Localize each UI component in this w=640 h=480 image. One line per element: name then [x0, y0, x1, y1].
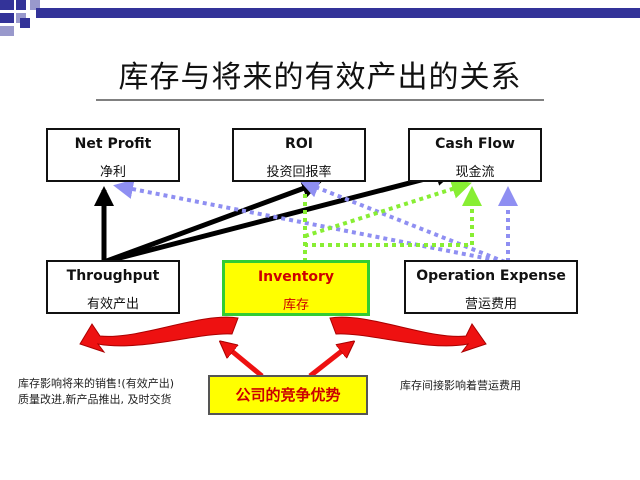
inventory-arrows — [303, 179, 482, 262]
left-note: 库存影响将来的销售!(有效产出) 质量改进,新产品推出, 及时交货 — [18, 376, 208, 408]
throughput-arrows — [94, 166, 456, 265]
competitive-advantage-box: 公司的竞争优势 — [208, 375, 368, 415]
operation-expense-label: Operation Expense — [416, 268, 566, 284]
cash-flow-label-zh: 现金流 — [455, 165, 495, 180]
roi-label-zh: 投资回报率 — [266, 165, 332, 180]
inventory-label: Inventory — [257, 269, 335, 285]
curved-arrows — [79, 316, 487, 353]
net-profit-box: Net Profit 净利 — [46, 128, 180, 182]
roi-label: ROI — [285, 136, 313, 152]
operation-expense-label-zh: 营运费用 — [464, 297, 517, 312]
inventory-box: Inventory 库存 — [222, 260, 370, 316]
operation-expense-box: Operation Expense 营运费用 — [404, 260, 578, 314]
header-decoration — [0, 0, 640, 36]
cash-flow-label: Cash Flow — [435, 136, 515, 152]
right-note: 库存间接影响着营运费用 — [400, 379, 521, 392]
roi-box: ROI 投资回报率 — [232, 128, 366, 182]
left-note-line-1: 库存影响将来的销售!(有效产出) — [18, 377, 174, 390]
net-profit-label: Net Profit — [74, 136, 152, 152]
throughput-label: Throughput — [66, 268, 160, 284]
cash-flow-box: Cash Flow 现金流 — [408, 128, 542, 182]
inventory-label-zh: 库存 — [282, 298, 309, 313]
advantage-arrows — [222, 343, 352, 378]
net-profit-label-zh: 净利 — [99, 165, 126, 180]
page-title: 库存与将来的有效产出的关系 — [118, 60, 522, 95]
throughput-box: Throughput 有效产出 — [46, 260, 180, 314]
left-note-line-2: 质量改进,新产品推出, 及时交货 — [18, 393, 172, 406]
throughput-label-zh: 有效产出 — [86, 297, 139, 312]
title-divider — [96, 99, 544, 101]
expense-arrows — [113, 178, 518, 264]
